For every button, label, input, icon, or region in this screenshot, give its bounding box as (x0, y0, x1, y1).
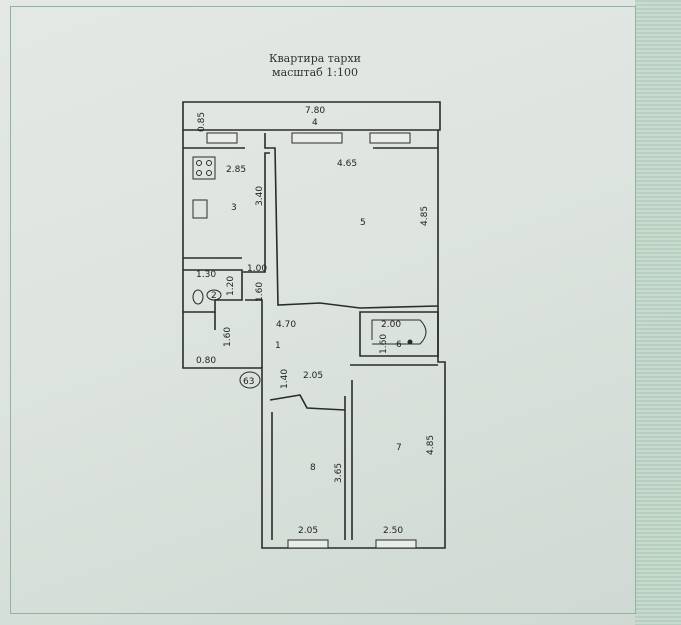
dim-hall-depth: 1.40 (280, 369, 290, 389)
window-room-7 (375, 539, 417, 549)
apartment-number-badge (239, 371, 261, 389)
room-8-wall (269, 394, 346, 540)
dim-room-8-width: 2.05 (298, 526, 318, 536)
dim-wc-door: 1.00 (247, 264, 267, 274)
room-2-number: 2 (211, 291, 217, 301)
burner-icon (206, 160, 212, 166)
room-5-number: 5 (360, 218, 366, 228)
decorative-border (635, 0, 681, 625)
bathtub-icon (371, 319, 427, 345)
dim-kitchen-length: 3.40 (255, 186, 265, 206)
room-7-number: 7 (396, 443, 402, 453)
sheet-frame (10, 6, 636, 614)
room-5-wall (264, 133, 439, 309)
room-6-number: 6 (396, 340, 402, 350)
window-kitchen (206, 132, 238, 144)
bedroom-walls (344, 364, 438, 540)
sink-icon (192, 199, 208, 219)
drain-icon (407, 339, 413, 345)
room-4-number: 4 (312, 118, 318, 128)
dim-room-8-length: 3.65 (334, 463, 344, 483)
dim-wc-length: 1.20 (226, 276, 236, 296)
plan-title: Квартира тархи (268, 52, 362, 65)
room-8-number: 8 (310, 463, 316, 473)
window-room-8 (287, 539, 329, 549)
room-3-number: 3 (231, 203, 237, 213)
window-room-5a (291, 132, 343, 144)
dim-room-7-length: 4.85 (426, 435, 436, 455)
kitchen-side-wall (243, 152, 270, 273)
dim-kitchen-width: 2.85 (226, 165, 246, 175)
apartment-number: 63 (243, 377, 254, 387)
toilet-icon (192, 289, 204, 305)
dim-corridor-a: 1.60 (255, 282, 265, 302)
dim-hall-width: 2.05 (303, 371, 323, 381)
corridor-wall (214, 299, 263, 368)
balcony-outline (182, 101, 441, 131)
dim-bath-length: 1.60 (379, 334, 389, 354)
dim-balcony-width: 7.80 (305, 106, 325, 116)
room-2-badge (206, 289, 222, 301)
dim-bath-width: 2.00 (381, 320, 401, 330)
dim-balcony-depth: 0.85 (197, 112, 207, 132)
dim-entry-width: 0.80 (196, 356, 216, 366)
burner-icon (206, 170, 212, 176)
window-room-5b (369, 132, 411, 144)
room-1-number: 1 (275, 341, 281, 351)
burner-icon (196, 160, 202, 166)
outer-wall (182, 130, 446, 549)
bathroom-wall (359, 311, 439, 357)
dim-room-5-length: 4.85 (420, 206, 430, 226)
wc-wall (183, 269, 243, 313)
dim-hall-length: 4.70 (276, 320, 296, 330)
dim-room-5-width: 4.65 (337, 159, 357, 169)
stove-icon (192, 156, 216, 180)
dim-room-7-width: 2.50 (383, 526, 403, 536)
plan-scale: масштаб 1:100 (272, 66, 358, 79)
dim-entry-length: 1.60 (223, 327, 233, 347)
burner-icon (196, 170, 202, 176)
dim-wc-width: 1.30 (196, 270, 216, 280)
